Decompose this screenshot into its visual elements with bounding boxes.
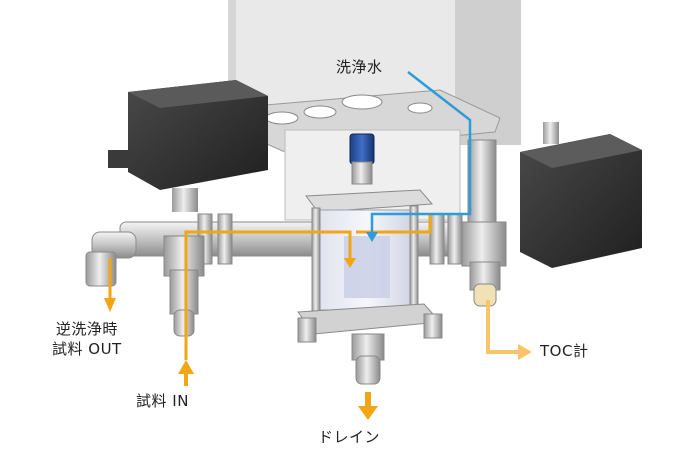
back-housing	[228, 0, 521, 145]
label-backwash-line1: 逆洗浄時	[55, 320, 118, 338]
right-actuator	[520, 122, 642, 268]
label-drain: ドレイン	[318, 428, 381, 446]
inlet-fitting	[163, 235, 205, 337]
filter-assembly	[297, 133, 443, 385]
label-backwash-line2: 試料 OUT	[52, 339, 122, 358]
label-sample-in: 試料 IN	[136, 392, 189, 410]
sample-flow-path	[108, 214, 432, 360]
drain-arrow	[358, 406, 378, 420]
wash-flow-path	[366, 71, 472, 242]
sample-in-arrow	[178, 360, 194, 374]
label-toc-meter: TOC計	[540, 342, 589, 360]
sample-out-arrow	[104, 298, 116, 312]
toc-flow-path	[486, 300, 532, 360]
toc-fitting	[461, 139, 507, 307]
label-wash-water: 洗浄水	[336, 58, 383, 76]
label-backwash-sample-out: 逆洗浄時 試料 OUT	[52, 320, 122, 359]
sample-in-arrow-shaft	[184, 372, 188, 386]
left-actuator	[108, 80, 268, 212]
drain-arrow-shaft	[365, 392, 371, 408]
